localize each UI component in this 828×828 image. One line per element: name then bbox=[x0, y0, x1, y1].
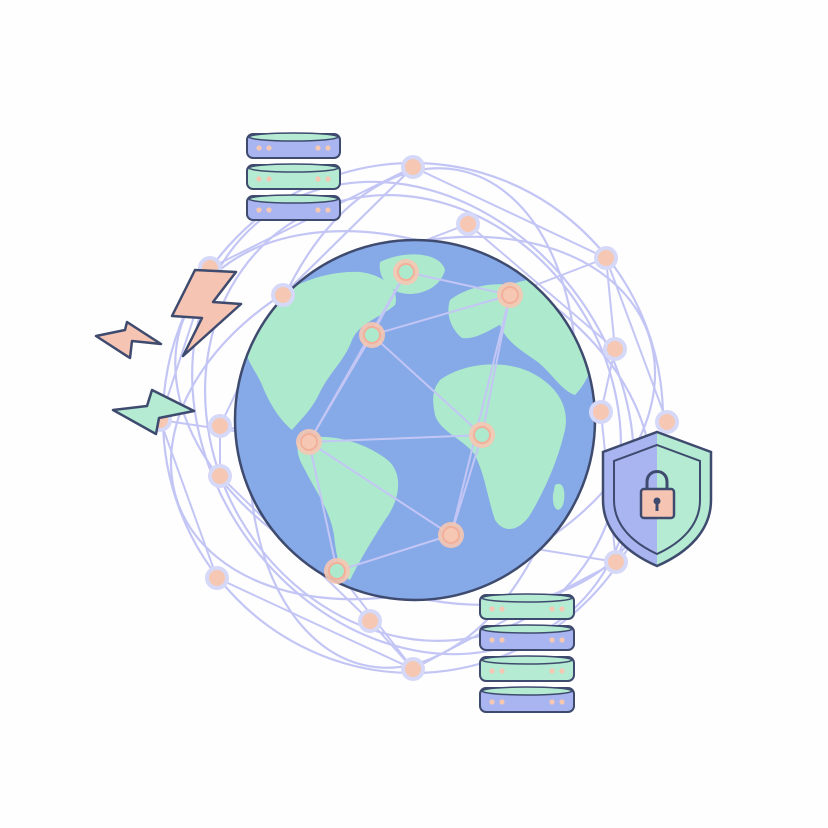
network-node-icon bbox=[438, 522, 464, 548]
server-top-edge bbox=[248, 163, 339, 173]
shield-lock-icon bbox=[601, 430, 713, 568]
network-node-icon bbox=[655, 410, 679, 434]
server-led bbox=[489, 699, 495, 705]
network-node-icon bbox=[393, 259, 419, 285]
network-nodes bbox=[148, 155, 679, 681]
server-led bbox=[559, 637, 565, 643]
network-node-icon bbox=[359, 322, 385, 348]
server-unit bbox=[246, 194, 341, 221]
globe-link bbox=[308, 434, 483, 443]
south-america bbox=[297, 436, 399, 580]
globe-link bbox=[405, 271, 511, 296]
server-unit bbox=[479, 593, 575, 620]
server-top-edge bbox=[481, 655, 573, 665]
server-led bbox=[256, 176, 262, 182]
network-node-icon bbox=[205, 566, 229, 590]
server-led bbox=[549, 637, 555, 643]
server-top-edge bbox=[248, 194, 339, 204]
network-node-icon bbox=[497, 282, 523, 308]
server-unit bbox=[479, 655, 575, 682]
server-led bbox=[266, 145, 272, 151]
server-led bbox=[559, 668, 565, 674]
network-node-icon bbox=[604, 550, 628, 574]
globe-link bbox=[450, 294, 511, 536]
north-america bbox=[243, 271, 396, 430]
server-top-edge bbox=[481, 624, 573, 634]
network-node-icon bbox=[469, 422, 495, 448]
server-led bbox=[559, 606, 565, 612]
globe-link bbox=[481, 294, 511, 436]
server-unit bbox=[246, 163, 341, 190]
globe-link bbox=[308, 441, 338, 572]
server-unit bbox=[479, 686, 575, 713]
globe-link bbox=[308, 441, 452, 536]
server-led bbox=[266, 207, 272, 213]
server-led bbox=[325, 176, 331, 182]
network-link bbox=[467, 223, 616, 350]
server-top-edge bbox=[481, 686, 573, 696]
server-led bbox=[325, 145, 331, 151]
lightning-bolt-icon bbox=[111, 388, 196, 436]
server-led bbox=[256, 207, 262, 213]
server-led bbox=[549, 699, 555, 705]
network-link bbox=[159, 419, 218, 579]
network-link bbox=[216, 577, 414, 670]
server-led bbox=[499, 637, 505, 643]
server-led bbox=[256, 145, 262, 151]
server-led bbox=[499, 606, 505, 612]
server-top-edge bbox=[481, 593, 573, 603]
server-led bbox=[499, 668, 505, 674]
network-link bbox=[412, 166, 607, 259]
madagascar bbox=[552, 483, 565, 510]
server-led bbox=[489, 668, 495, 674]
network-node-icon bbox=[208, 414, 232, 438]
lock-icon bbox=[639, 470, 676, 520]
network-link bbox=[605, 257, 616, 350]
network-node-icon bbox=[603, 337, 627, 361]
network-node-icon bbox=[401, 155, 425, 179]
network-node-icon bbox=[358, 609, 382, 633]
server-led bbox=[315, 207, 321, 213]
server-led bbox=[266, 176, 272, 182]
server-unit bbox=[479, 624, 575, 651]
server-unit bbox=[246, 132, 341, 159]
server-top-edge bbox=[248, 132, 339, 142]
network-link bbox=[282, 166, 414, 296]
server-led bbox=[325, 207, 331, 213]
server-led bbox=[549, 668, 555, 674]
server-led bbox=[549, 606, 555, 612]
globe-link bbox=[371, 294, 511, 336]
server-stack-icon bbox=[479, 593, 575, 713]
network-node-icon bbox=[401, 657, 425, 681]
network-node-icon bbox=[589, 400, 613, 424]
network-link bbox=[605, 257, 668, 423]
network-node-icon bbox=[456, 212, 480, 236]
network-node-icon bbox=[208, 464, 232, 488]
globe-link bbox=[371, 334, 483, 436]
server-stack-icon bbox=[246, 132, 341, 221]
lightning-bolt-icon bbox=[94, 320, 163, 360]
globe-link bbox=[450, 434, 483, 536]
server-led bbox=[315, 145, 321, 151]
network-node-icon bbox=[594, 246, 618, 270]
africa bbox=[433, 364, 566, 530]
lightning-bolt-icon bbox=[170, 268, 243, 358]
server-led bbox=[489, 606, 495, 612]
network-node-icon bbox=[271, 283, 295, 307]
server-led bbox=[499, 699, 505, 705]
network-node-icon bbox=[324, 558, 350, 584]
globe-link bbox=[336, 534, 452, 572]
network-node-icon bbox=[296, 429, 322, 455]
globe-link bbox=[308, 271, 407, 443]
globe-icon bbox=[233, 238, 597, 602]
server-led bbox=[489, 637, 495, 643]
server-led bbox=[315, 176, 321, 182]
server-led bbox=[559, 699, 565, 705]
